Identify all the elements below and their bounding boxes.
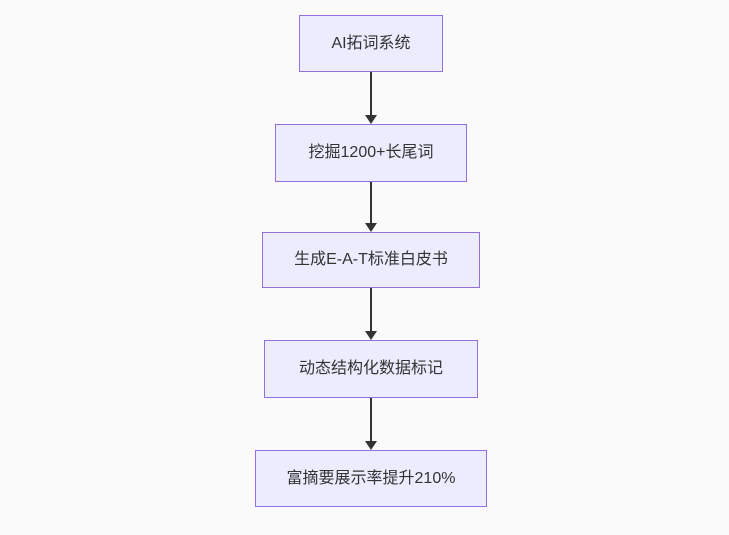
flowchart-node-eat-whitepaper: 生成E-A-T标准白皮书 xyxy=(262,232,480,288)
arrow-line xyxy=(370,72,372,116)
node-label: 富摘要展示率提升210% xyxy=(286,469,456,487)
flowchart-node-structured-data: 动态结构化数据标记 xyxy=(264,340,478,398)
node-label: 生成E-A-T标准白皮书 xyxy=(294,251,448,269)
arrowhead-down-icon xyxy=(365,441,377,450)
flowchart-node-rich-snippet-result: 富摘要展示率提升210% xyxy=(255,450,487,507)
arrow-line xyxy=(370,398,372,442)
flowchart-node-ai-system: AI拓词系统 xyxy=(299,15,443,72)
arrow-line xyxy=(370,288,372,332)
flow-arrow-3 xyxy=(364,288,378,340)
flow-arrow-4 xyxy=(364,398,378,450)
flow-arrow-1 xyxy=(364,72,378,124)
flow-arrow-2 xyxy=(364,182,378,232)
node-label: AI拓词系统 xyxy=(331,34,411,52)
flowchart-node-longtail-keywords: 挖掘1200+长尾词 xyxy=(275,124,467,182)
node-label: 挖掘1200+长尾词 xyxy=(308,144,434,162)
arrow-line xyxy=(370,182,372,224)
arrowhead-down-icon xyxy=(365,223,377,232)
arrowhead-down-icon xyxy=(365,331,377,340)
node-label: 动态结构化数据标记 xyxy=(298,360,443,378)
arrowhead-down-icon xyxy=(365,115,377,124)
